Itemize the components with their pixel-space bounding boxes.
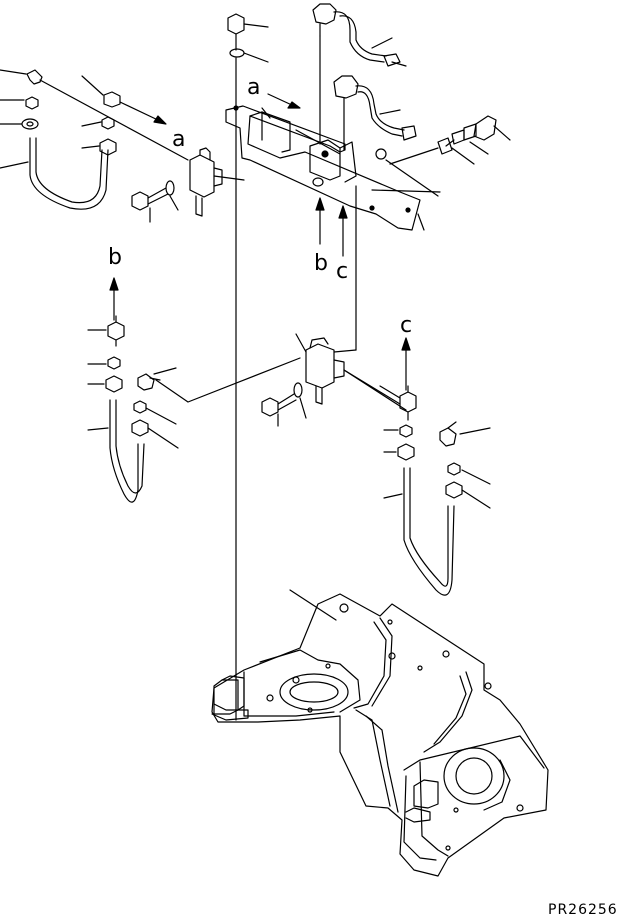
view-label-a-upper: a — [247, 75, 260, 100]
right-sensor — [389, 115, 511, 165]
frame-mount-right — [413, 779, 439, 809]
nut-top-right — [99, 138, 117, 156]
view-label-c-right: c — [400, 313, 412, 338]
small-nut-right-lower — [447, 462, 461, 476]
washer-top — [229, 48, 245, 58]
nut-right — [397, 443, 415, 461]
bolt-upper-valve — [131, 191, 149, 211]
nut-right-lower — [445, 481, 463, 499]
arrows-b-c-top — [109, 197, 411, 391]
hose-right — [403, 467, 455, 596]
lower-valve — [261, 185, 407, 427]
right-middle-fitting-group — [343, 369, 491, 596]
nut-left-lower — [131, 419, 149, 437]
bolt-lower-valve — [261, 397, 279, 417]
small-nut-top-left — [25, 96, 39, 110]
elbow-fitting-right — [439, 427, 457, 447]
view-label-a-left: a — [172, 127, 185, 152]
hose-top-left — [29, 137, 109, 210]
view-label-b-left: b — [108, 245, 122, 270]
frame-cutout-left — [279, 673, 349, 711]
bracket-plate — [225, 105, 421, 231]
elbow-fitting-top-left — [26, 69, 43, 85]
view-label-b-top: b — [314, 251, 328, 276]
frame-mount-left — [213, 679, 239, 715]
lower-frame — [211, 589, 549, 877]
straight-fitting-left — [107, 321, 125, 341]
hose-left — [109, 399, 139, 503]
view-label-c-top: c — [336, 259, 348, 284]
straight-fitting-right — [399, 391, 417, 413]
upper-valve — [131, 147, 245, 223]
small-nut-left — [107, 356, 121, 370]
elbow-fitting-left — [137, 373, 155, 391]
switch-top — [312, 3, 337, 25]
bolt-top — [227, 13, 245, 35]
nut-top-left — [21, 118, 39, 130]
washer-upper-valve — [165, 180, 175, 196]
frame-cutout-right — [443, 747, 505, 805]
top-left-fitting-group — [0, 69, 189, 210]
left-middle-fitting-group — [87, 315, 301, 503]
switch-harness-top — [312, 3, 417, 151]
upper-bracket — [225, 13, 441, 721]
frame-outline — [211, 593, 549, 877]
nut-left — [105, 375, 123, 393]
sensor-connector — [473, 115, 497, 141]
washer-lower-valve — [293, 382, 303, 398]
small-nut-right — [399, 424, 413, 438]
switch-middle — [333, 75, 359, 99]
small-nut-left-lower — [133, 400, 147, 414]
drawing-code: PR26256 — [548, 902, 618, 918]
elbow-fitting-top-right — [103, 91, 121, 108]
